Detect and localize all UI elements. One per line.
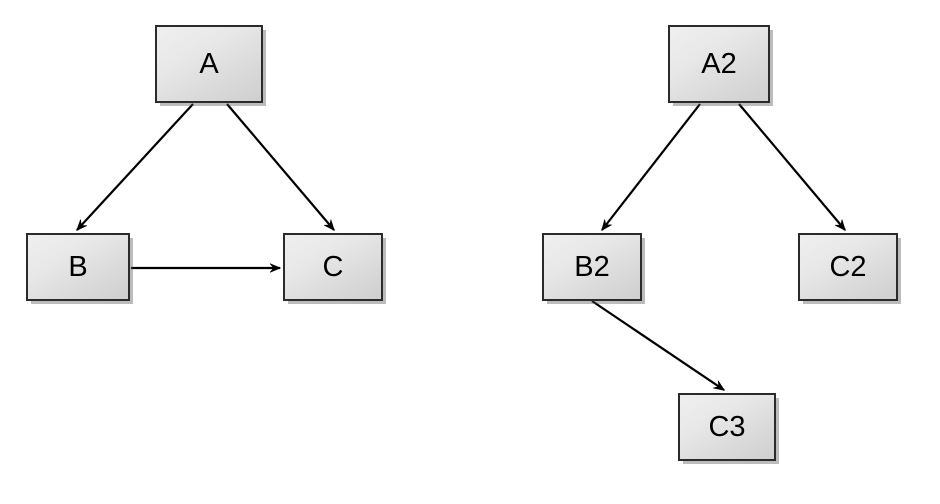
node-label-c3: C3	[708, 410, 746, 443]
node-c2[interactable]: C2	[798, 233, 898, 301]
node-label-c: C	[322, 250, 344, 283]
edge-a-to-c	[226, 103, 335, 231]
node-a2[interactable]: A2	[668, 25, 770, 103]
node-c3[interactable]: C3	[678, 393, 776, 461]
node-label-c2: C2	[829, 250, 867, 283]
node-c[interactable]: C	[283, 233, 383, 301]
node-label-a: A	[199, 47, 219, 80]
node-label-a2: A2	[701, 47, 737, 80]
node-b2[interactable]: B2	[542, 233, 642, 301]
edge-a-to-b	[76, 103, 194, 231]
edge-a2-to-c2	[738, 103, 846, 231]
edge-a2-to-b2	[601, 103, 701, 232]
node-label-b: B	[68, 250, 88, 283]
node-b[interactable]: B	[26, 233, 130, 301]
edge-b2-to-c3	[591, 300, 726, 391]
node-label-b2: B2	[574, 250, 610, 283]
node-a[interactable]: A	[155, 25, 263, 103]
